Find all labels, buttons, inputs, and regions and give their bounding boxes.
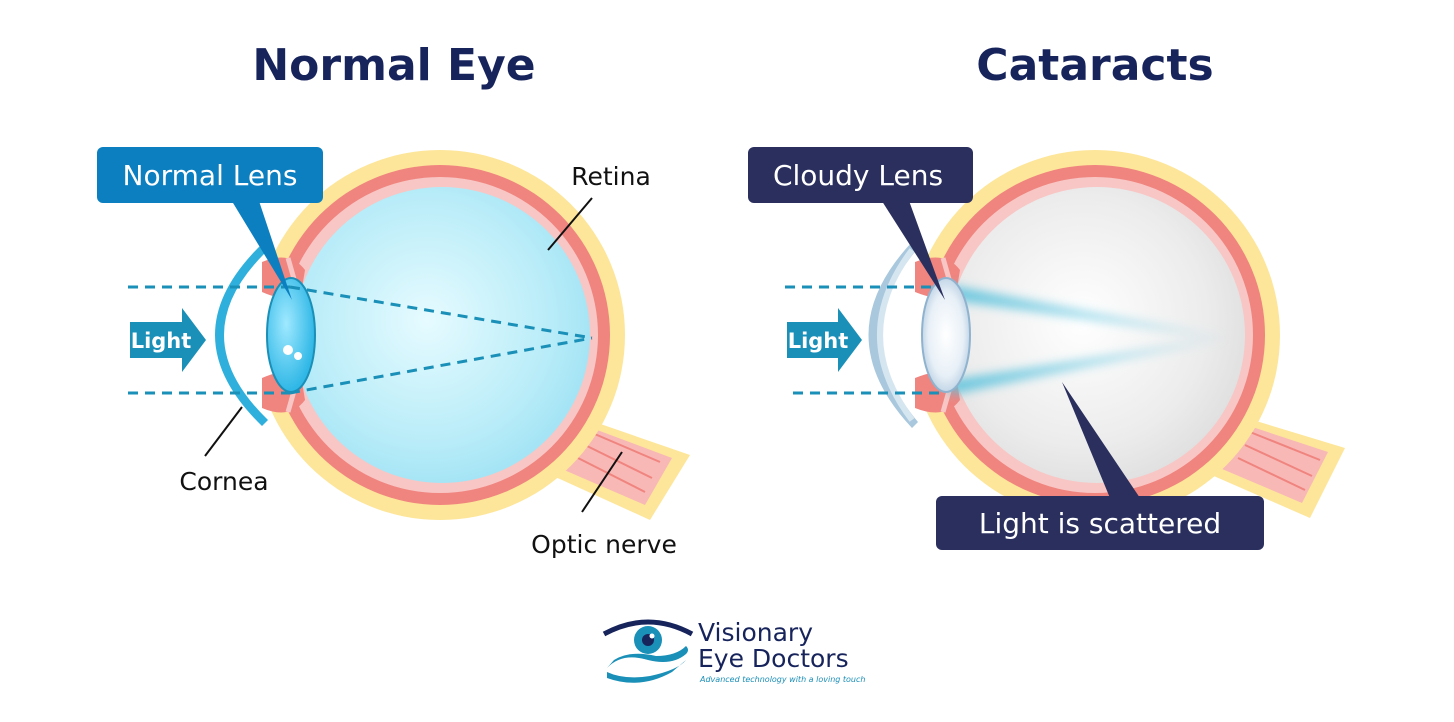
cornea-label: Cornea: [179, 467, 268, 496]
logo-line1: Visionary: [698, 618, 813, 647]
light-scattered-label: Light is scattered: [979, 507, 1221, 540]
vitreous-body-cataract: [949, 187, 1245, 483]
normal-lens: [266, 277, 316, 393]
normal-lens-label: Normal Lens: [123, 159, 298, 192]
logo-tagline: Advanced technology with a loving touch: [699, 675, 865, 684]
scattered-light-beams: [950, 285, 1225, 395]
retina-label: Retina: [571, 162, 651, 191]
eye-hand-icon: [602, 619, 694, 683]
visionary-eye-doctors-logo: Visionary Eye Doctors Advanced technolog…: [602, 618, 865, 684]
light-scattered-callout: Light is scattered: [936, 382, 1264, 550]
cataract-eye-illustration: Light Cloudy Lens Light is scattered: [748, 147, 1345, 550]
heading-normal-eye: Normal Eye: [252, 40, 535, 91]
cloudy-lens: [921, 277, 971, 393]
light-rays-cataract: [785, 285, 945, 395]
cloudy-lens-label: Cloudy Lens: [773, 159, 943, 192]
light-arrow-cataract: Light: [787, 308, 862, 372]
logo-line2: Eye Doctors: [698, 644, 849, 673]
light-arrow-label-cataract: Light: [788, 329, 849, 353]
retina-leader: [547, 197, 593, 251]
cornea-leader: [204, 406, 243, 457]
light-rays-normal: [128, 285, 593, 395]
light-arrow-label: Light: [131, 329, 192, 353]
cornea: [215, 244, 268, 426]
light-arrow-normal: Light: [130, 308, 206, 372]
cornea-cataract: [868, 242, 918, 428]
vitreous-body: [294, 187, 590, 483]
heading-cataracts: Cataracts: [976, 40, 1213, 91]
normal-eye-illustration: Light Normal Lens Retina Cornea Optic ne…: [97, 147, 690, 559]
optic-nerve-label: Optic nerve: [531, 530, 677, 559]
cloudy-lens-callout: Cloudy Lens: [748, 147, 973, 300]
normal-lens-callout: Normal Lens: [97, 147, 323, 300]
optic-nerve-leader: [581, 451, 623, 513]
